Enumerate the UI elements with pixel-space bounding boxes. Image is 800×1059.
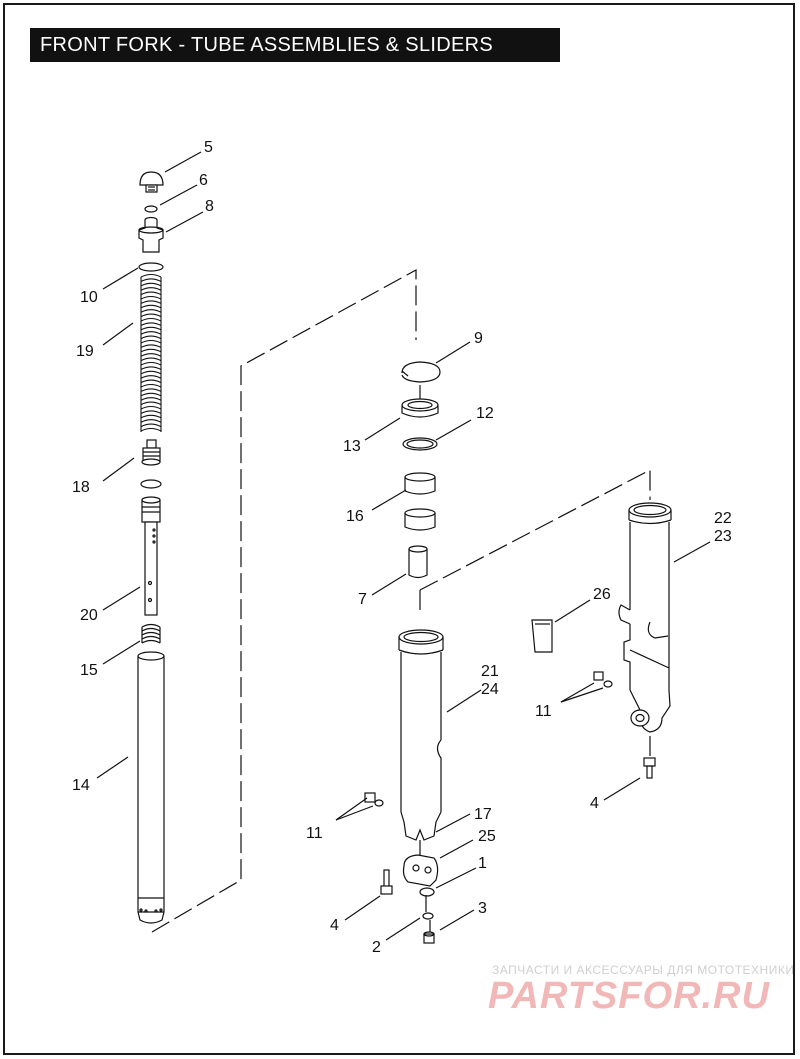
diagram-frame	[3, 3, 795, 1055]
callout-10: 10	[80, 289, 98, 306]
part-9-retaining-ring	[401, 361, 441, 383]
callout-15: 15	[80, 662, 98, 679]
callout-24: 24	[481, 681, 499, 698]
part-4-bolt-right	[643, 757, 656, 779]
part-20-damper-tube	[141, 496, 161, 616]
part-25-axle-cap	[402, 854, 439, 887]
leader-lines	[96, 151, 711, 941]
part-6-o-ring	[144, 205, 158, 213]
part-18-valve	[141, 439, 161, 466]
callout-8: 8	[205, 198, 214, 215]
watermark-logo: PARTSFOR.RU	[488, 975, 770, 1017]
watermark-subtitle: ЗАПЧАСТИ И АКСЕССУАРЫ ДЛЯ МОТОТЕХНИКИ	[492, 963, 795, 977]
callout-25: 25	[478, 828, 496, 845]
part-26-pad	[531, 619, 553, 653]
callout-2: 2	[372, 939, 381, 956]
part-7-oil-lock-piece	[408, 545, 428, 579]
alignment-lines	[151, 268, 651, 933]
callout-20: 20	[80, 607, 98, 624]
callout-14: 14	[72, 777, 90, 794]
part-11-screw-left	[364, 792, 384, 807]
callout-3: 3	[478, 900, 487, 917]
callout-6: 6	[199, 172, 208, 189]
callout-5: 5	[204, 139, 213, 156]
callout-4-right: 4	[590, 795, 599, 812]
part-1-washer	[419, 887, 435, 897]
part-10-washer	[138, 262, 164, 272]
callout-13: 13	[343, 438, 361, 455]
callout-7: 7	[358, 591, 367, 608]
callout-4-left: 4	[330, 917, 339, 934]
callout-19: 19	[76, 343, 94, 360]
callout-labels: 5 6 8 10 19 18 20 15 14 9 12 13 16 7 21 …	[72, 139, 732, 956]
part-22-slider-right	[618, 502, 672, 733]
callout-16: 16	[346, 508, 364, 525]
part-4-bolt-left	[380, 869, 393, 895]
part-3-nut	[423, 931, 435, 944]
part-14-fork-tube	[137, 651, 165, 924]
callout-12: 12	[476, 405, 494, 422]
part-15-rebound-spring	[141, 623, 161, 644]
callout-21: 21	[481, 663, 499, 680]
part-11-screw-right	[593, 671, 613, 688]
callout-18: 18	[72, 479, 90, 496]
callout-11-right: 11	[535, 703, 552, 720]
part-8-plug	[138, 216, 164, 253]
part-2-lock-washer	[422, 912, 434, 920]
part-5-fork-cap	[139, 171, 164, 193]
part-16-bushing-upper	[404, 472, 436, 495]
callout-23: 23	[714, 528, 732, 545]
part-21-slider	[398, 629, 444, 841]
callout-26: 26	[593, 586, 611, 603]
page-title: FRONT FORK - TUBE ASSEMBLIES & SLIDERS	[30, 28, 560, 62]
part-19-fork-spring	[140, 273, 162, 432]
part-13-oil-seal	[401, 398, 439, 418]
callout-9: 9	[474, 330, 483, 347]
callout-17: 17	[474, 806, 492, 823]
callout-1: 1	[478, 855, 487, 872]
callout-22: 22	[714, 510, 732, 527]
part-16-bushing-lower	[404, 508, 436, 531]
part-12-washer	[402, 437, 438, 451]
callout-11-left: 11	[306, 825, 323, 842]
